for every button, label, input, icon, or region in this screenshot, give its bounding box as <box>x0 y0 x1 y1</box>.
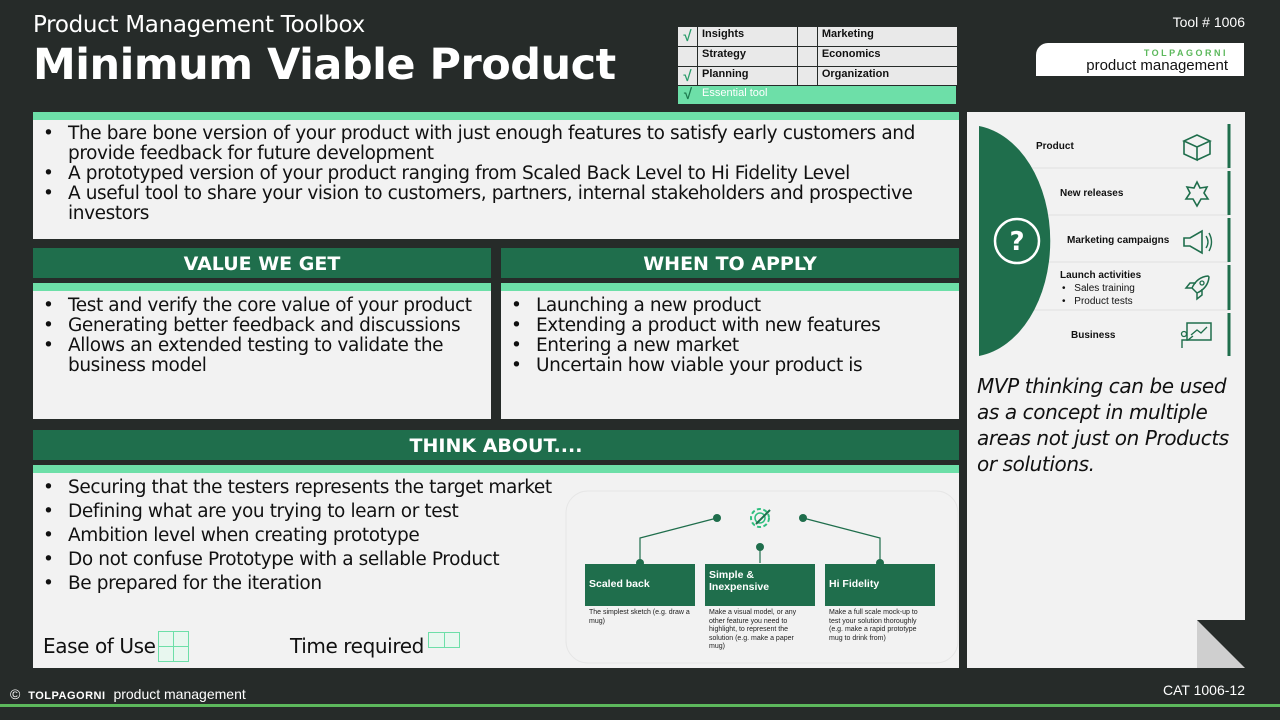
area-product: Product <box>1036 141 1074 152</box>
level-desc: Make a full scale mock-up to test your s… <box>829 609 918 642</box>
category-row: Strategy Economics <box>677 46 959 67</box>
value-panel: Test and verify the core value of your p… <box>33 283 491 419</box>
list-item: Launching a new product <box>501 296 941 317</box>
list-item: A prototyped version of your product ran… <box>33 164 943 185</box>
page-title: Minimum Viable Product <box>33 40 616 90</box>
when-heading: WHEN TO APPLY <box>501 248 959 278</box>
level-desc: The simplest sketch (e.g. draw a mug) <box>589 609 690 625</box>
mint-stripe <box>501 283 959 291</box>
level-title: Simple & Inexpensive <box>709 569 770 593</box>
category-row: √ Planning Organization <box>677 66 959 87</box>
list-item: Uncertain how viable your product is <box>501 356 941 377</box>
toolbox-subtitle: Product Management Toolbox <box>33 12 365 38</box>
badge-icon <box>1184 180 1210 208</box>
category-planning: Planning <box>697 66 798 87</box>
check-icon: √ <box>683 86 693 103</box>
value-list: Test and verify the core value of your p… <box>33 296 473 376</box>
footer-brand: © TOLPAGORNI product management <box>10 686 246 702</box>
level-box-hi-fidelity: Hi Fidelity <box>825 564 935 606</box>
list-item: Test and verify the core value of your p… <box>33 296 473 317</box>
footer-brand-name: TOLPAGORNI <box>28 690 106 702</box>
level-box-simple: Simple & Inexpensive <box>705 564 815 606</box>
list-item: Allows an extended testing to validate t… <box>33 336 473 376</box>
area-business: Business <box>1071 330 1116 341</box>
copyright-icon: © <box>10 686 21 702</box>
think-panel: Securing that the testers represents the… <box>33 465 959 668</box>
area-launch-sub-item: • Sales training <box>1062 283 1135 294</box>
logo-top-text: TOLPAGORNI <box>1143 48 1228 58</box>
think-list: Securing that the testers represents the… <box>33 478 553 595</box>
essential-tool-row: √ Essential tool <box>677 85 957 105</box>
tool-number: Tool # 1006 <box>1172 14 1245 30</box>
level-title: Hi Fidelity <box>829 578 880 590</box>
level-title: Scaled back <box>589 578 650 590</box>
category-insights: Insights <box>697 26 798 47</box>
time-required-label: Time required <box>290 634 424 658</box>
list-item: Ambition level when creating prototype <box>33 526 553 547</box>
level-desc: Make a visual model, or any other featur… <box>709 609 797 650</box>
essential-tool-label: Essential tool <box>702 87 768 99</box>
area-launch-activities: Launch activities <box>1060 270 1142 281</box>
ease-rating-icon <box>158 631 189 662</box>
list-item: Defining what are you trying to learn or… <box>33 502 553 523</box>
category-organization: Organization <box>816 66 959 87</box>
intro-list: The bare bone version of your product wi… <box>33 124 943 224</box>
category-economics: Economics <box>816 46 959 67</box>
footer-accent-line <box>0 704 1280 707</box>
logo-bottom-text: product management <box>1086 57 1228 74</box>
check-icon: √ <box>677 26 698 47</box>
value-heading: VALUE WE GET <box>33 248 491 278</box>
time-rating-icon <box>428 632 460 648</box>
list-item: The bare bone version of your product wi… <box>33 124 943 164</box>
list-item: A useful tool to share your vision to cu… <box>33 184 943 224</box>
brand-logo: TOLPAGORNI product management <box>1036 43 1244 76</box>
box-icon <box>1182 134 1212 162</box>
footer-brand-suffix: product management <box>113 686 246 702</box>
category-grid: √ Insights Marketing Strategy Economics … <box>677 26 959 87</box>
mint-stripe <box>33 112 959 120</box>
mvp-areas-panel: ? Product New releases Marketing campaig… <box>967 112 1245 668</box>
area-new-releases: New releases <box>1060 188 1124 199</box>
check-icon: √ <box>677 66 698 87</box>
rocket-icon <box>1184 275 1210 301</box>
mint-stripe <box>33 283 491 291</box>
list-item: Extending a product with new features <box>501 316 941 337</box>
value-heading-text: VALUE WE GET <box>183 253 341 275</box>
check-cell <box>796 46 818 67</box>
level-box-scaled-back: Scaled back <box>585 564 695 606</box>
mint-stripe <box>33 465 959 473</box>
when-list: Launching a new product Extending a prod… <box>501 296 941 377</box>
area-launch-sub-item: • Product tests <box>1062 296 1133 307</box>
svg-text:?: ? <box>1009 227 1024 257</box>
category-marketing: Marketing <box>816 26 959 47</box>
category-strategy: Strategy <box>697 46 798 67</box>
list-item: Generating better feedback and discussio… <box>33 316 473 337</box>
gear-pencil-icon <box>750 508 771 528</box>
mvp-note: MVP thinking can be used as a concept in… <box>977 374 1229 476</box>
list-item: Entering a new market <box>501 336 941 357</box>
area-marketing-campaigns: Marketing campaigns <box>1067 235 1170 246</box>
think-heading-text: THINK ABOUT.... <box>409 435 583 457</box>
mvp-areas-graphic <box>979 124 1231 356</box>
ease-of-use-label: Ease of Use <box>43 634 156 658</box>
category-row: √ Insights Marketing <box>677 26 959 47</box>
catalog-number: CAT 1006-12 <box>1163 682 1245 698</box>
check-cell <box>796 26 818 47</box>
page-fold-corner <box>1197 620 1245 668</box>
when-panel: Launching a new product Extending a prod… <box>501 283 959 419</box>
presentation-icon <box>1180 322 1212 348</box>
list-item: Securing that the testers represents the… <box>33 478 553 499</box>
think-heading: THINK ABOUT.... <box>33 430 959 460</box>
when-heading-text: WHEN TO APPLY <box>643 253 817 275</box>
megaphone-icon <box>1183 229 1213 255</box>
check-cell <box>677 46 698 67</box>
intro-panel: The bare bone version of your product wi… <box>33 112 959 239</box>
prototype-levels-diagram: Scaled back The simplest sketch (e.g. dr… <box>565 490 959 665</box>
list-item: Do not confuse Prototype with a sellable… <box>33 550 553 571</box>
question-icon: ? <box>993 217 1041 265</box>
check-cell <box>796 66 818 87</box>
list-item: Be prepared for the iteration <box>33 574 553 595</box>
